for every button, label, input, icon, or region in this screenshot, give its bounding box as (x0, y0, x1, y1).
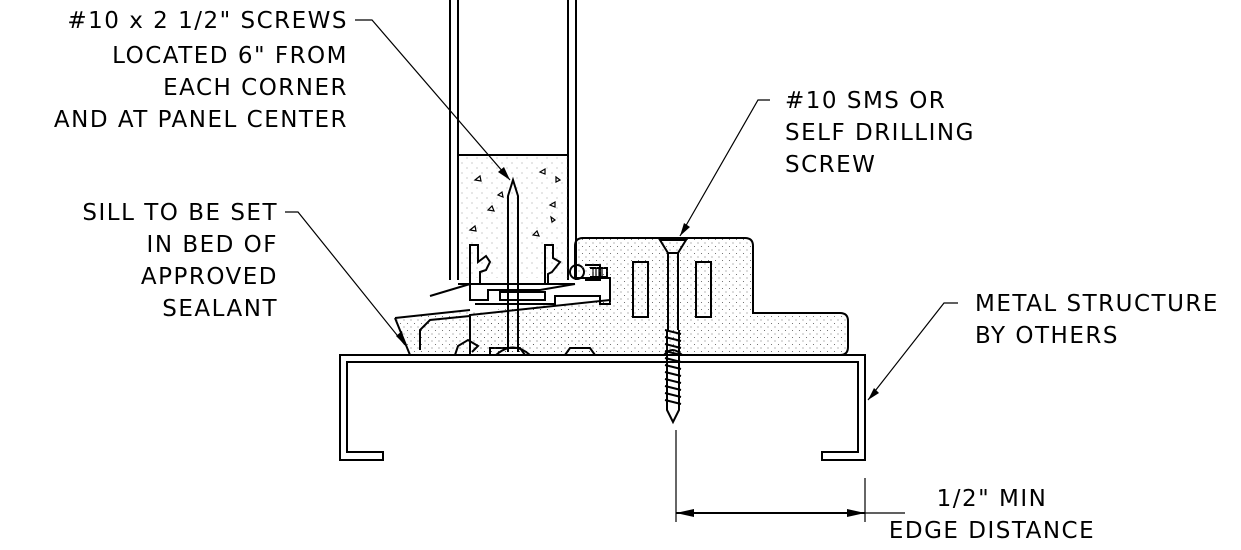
edge-distance-note: 1/2" MIN EDGE DISTANCE (889, 486, 1095, 544)
concrete-aggregate (468, 167, 562, 237)
screws-note: #10 x 2 1/2" SCREWS LOCATED 6" FROM EACH… (54, 8, 348, 133)
sill-note-line-4: SEALANT (162, 296, 278, 322)
screws-note-line-1: #10 x 2 1/2" SCREWS (67, 8, 348, 34)
sill-note-line-1: SILL TO BE SET (82, 200, 278, 226)
edge-note-line-2: EDGE DISTANCE (889, 518, 1095, 544)
panel-screw (495, 176, 531, 356)
structure-note-line-2: BY OTHERS (975, 323, 1119, 349)
sms-note-line-1: #10 SMS OR (785, 88, 946, 114)
metal-structure-channel (339, 354, 866, 461)
sms-note-line-3: SCREW (785, 152, 876, 178)
self-drilling-screw (658, 239, 688, 425)
structure-note: METAL STRUCTURE BY OTHERS (975, 291, 1219, 349)
screws-note-line-3: EACH CORNER (163, 75, 348, 101)
sms-note-line-2: SELF DRILLING (785, 120, 975, 146)
sill-note: SILL TO BE SET IN BED OF APPROVED SEALAN… (82, 200, 278, 322)
sill-note-line-3: APPROVED (141, 264, 278, 290)
structure-note-line-1: METAL STRUCTURE (975, 291, 1219, 317)
screws-note-line-2: LOCATED 6" FROM (112, 43, 348, 69)
edge-note-line-1: 1/2" MIN (937, 486, 1048, 512)
sms-note: #10 SMS OR SELF DRILLING SCREW (785, 88, 975, 178)
edge-distance-dimension (675, 430, 905, 522)
leader-lines (285, 19, 958, 401)
panel-infill (449, 0, 577, 280)
screws-note-line-4: AND AT PANEL CENTER (54, 107, 348, 133)
sill-note-line-2: IN BED OF (147, 232, 278, 258)
